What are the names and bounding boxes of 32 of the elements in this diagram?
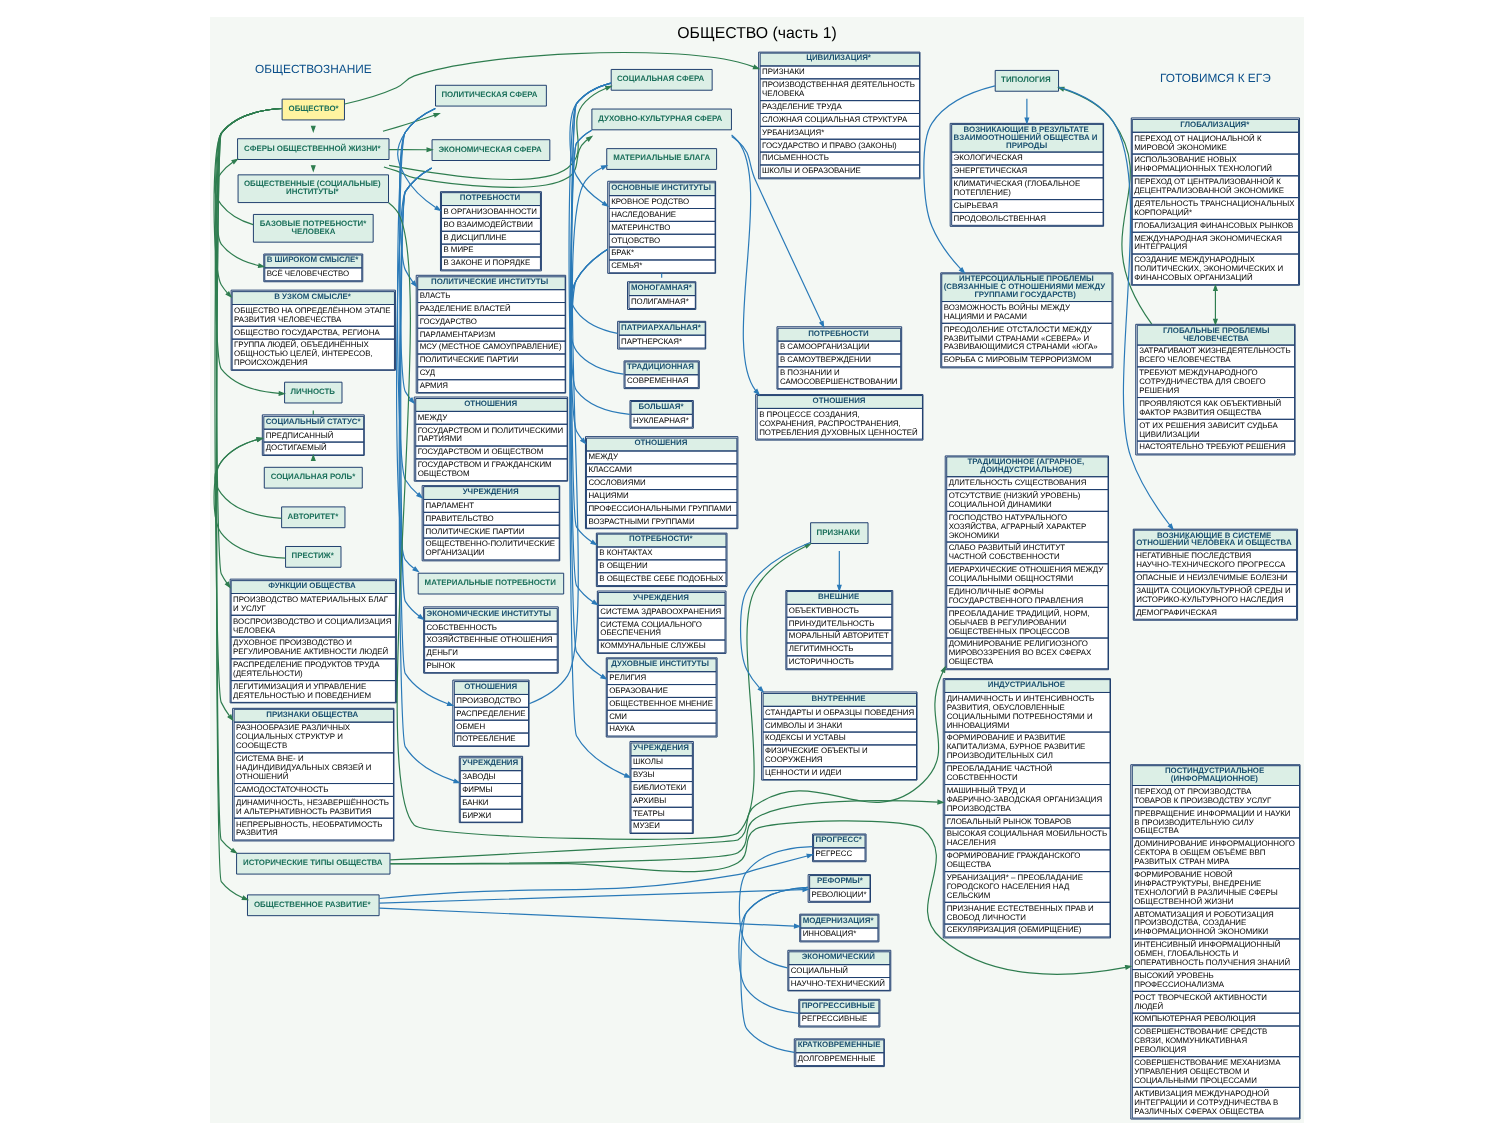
arrow: [738, 541, 810, 693]
arrow: [730, 135, 824, 329]
diagram-title: ОБЩЕСТВО (часть 1): [676, 23, 836, 42]
arrow: [1211, 283, 1217, 327]
arrow: [567, 82, 611, 445]
arrow: [377, 887, 809, 904]
connector: [660, 272, 662, 279]
arrow: [387, 202, 811, 840]
arrow: [568, 82, 611, 207]
arrow: [568, 129, 631, 778]
arrow: [395, 107, 435, 499]
arrow: [212, 437, 286, 559]
arrow: [377, 907, 801, 929]
arrow: [527, 164, 608, 705]
arrow: [397, 167, 460, 784]
arrow: [1023, 98, 1029, 125]
arrow: [213, 437, 282, 519]
arrow: [388, 820, 1132, 975]
connector: [311, 409, 313, 416]
arrow: [377, 853, 813, 900]
connector: [737, 886, 808, 1015]
arrow: [835, 550, 841, 593]
arrow: [213, 158, 253, 226]
arrow: [381, 112, 440, 132]
arrow: [922, 85, 995, 274]
arrow: [730, 134, 760, 396]
connector: [737, 846, 812, 969]
connector: [569, 248, 630, 415]
arrow: [387, 147, 433, 153]
arrow: [396, 107, 441, 212]
connector: [739, 886, 808, 1054]
arrow: [388, 665, 945, 861]
